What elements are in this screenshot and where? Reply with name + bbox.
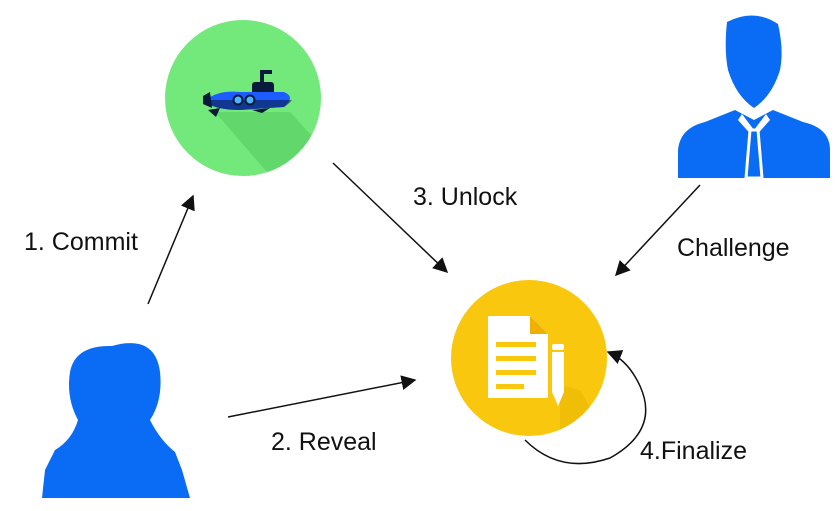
arrow-finalize (524, 350, 647, 465)
contract-node (451, 280, 607, 436)
label-challenge: Challenge (677, 234, 790, 262)
arrow-unlock (332, 162, 449, 274)
label-reveal: 2. Reveal (271, 428, 377, 456)
submarine-node (165, 20, 321, 176)
label-unlock: 3. Unlock (413, 183, 518, 211)
arrow-reveal (227, 375, 417, 418)
label-finalize: 4.Finalize (640, 437, 747, 465)
arrow-challenge (614, 184, 701, 277)
man-silhouette-icon (678, 15, 830, 180)
arrow-commit (147, 194, 195, 305)
label-commit: 1. Commit (24, 228, 138, 256)
document-pen-icon (488, 316, 564, 406)
woman-silhouette-icon (42, 343, 190, 498)
submarine-icon (203, 70, 292, 117)
